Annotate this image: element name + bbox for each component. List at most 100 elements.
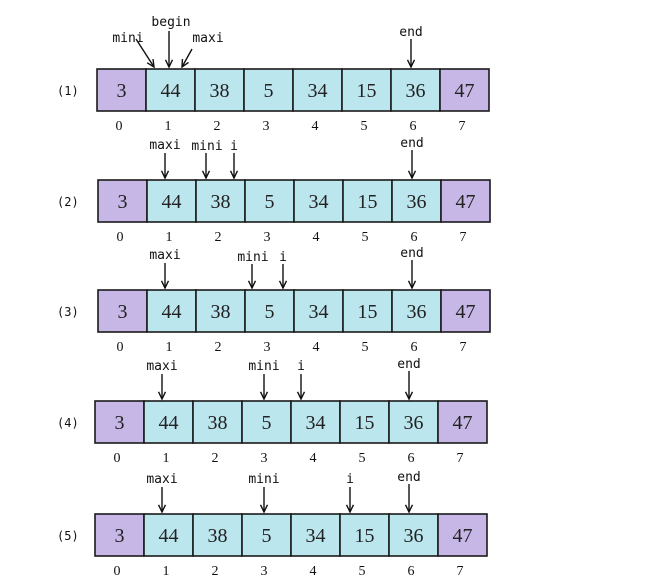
array-cell — [96, 68, 147, 112]
cell-index: 1 — [163, 564, 170, 576]
cell-value: 3 — [117, 80, 127, 102]
array-cell — [390, 68, 441, 112]
cell-value: 34 — [306, 525, 326, 547]
cell-index: 4 — [313, 230, 320, 245]
array-cell — [145, 68, 196, 112]
array-cell — [195, 179, 246, 223]
cell-index: 2 — [212, 564, 219, 576]
mini-pointer-label: mini — [237, 250, 268, 265]
cell-index: 0 — [114, 564, 121, 576]
maxi-arrowhead — [181, 58, 189, 69]
cell-index: 5 — [359, 564, 366, 576]
cell-index: 1 — [163, 451, 170, 466]
mini-pointer-label: mini — [191, 139, 222, 154]
cell-index: 1 — [166, 340, 173, 355]
cell-value: 15 — [358, 301, 378, 323]
cell-value: 3 — [118, 191, 128, 213]
end-arrowhead — [404, 391, 414, 401]
row-label: (2) — [57, 195, 79, 209]
cell-value: 3 — [118, 301, 128, 323]
cell-value: 38 — [211, 301, 231, 323]
array-cell — [293, 179, 344, 223]
cell-index: 2 — [214, 119, 221, 134]
cell-value: 5 — [262, 525, 272, 547]
maxi-arrowhead — [157, 504, 167, 514]
end-arrowhead — [406, 59, 416, 69]
end-pointer-label: end — [400, 246, 423, 261]
array-cell — [339, 400, 390, 444]
array-cell — [241, 513, 292, 557]
cell-value: 44 — [162, 301, 182, 323]
cell-value: 38 — [208, 525, 228, 547]
array-cell — [97, 289, 148, 333]
i-pointer-label: i — [297, 359, 305, 374]
i-arrowhead — [296, 391, 306, 401]
cell-index: 2 — [215, 230, 222, 245]
mini-arrowhead — [201, 170, 211, 180]
cell-value: 5 — [265, 191, 275, 213]
cell-value: 38 — [211, 191, 231, 213]
cell-index: 3 — [264, 230, 271, 245]
cell-value: 36 — [407, 301, 427, 323]
array-cell — [192, 513, 243, 557]
i-arrowhead — [278, 280, 288, 290]
cell-value: 36 — [404, 412, 424, 434]
end-pointer-label: end — [400, 136, 423, 151]
end-pointer-label: end — [397, 357, 420, 372]
array-cell — [341, 68, 392, 112]
cell-value: 47 — [453, 412, 473, 434]
array-cell — [440, 289, 491, 333]
cell-index: 2 — [215, 340, 222, 355]
cell-value: 44 — [162, 191, 182, 213]
cell-value: 44 — [161, 80, 181, 102]
row-label: (5) — [57, 529, 79, 543]
end-pointer-label: end — [397, 470, 420, 485]
mini-pointer-label: mini — [112, 31, 143, 46]
mini-arrowhead — [247, 280, 257, 290]
array-cell — [146, 289, 197, 333]
array-cell — [292, 68, 343, 112]
maxi-pointer-label: maxi — [146, 472, 177, 487]
cell-index: 0 — [116, 119, 123, 134]
i-arrowhead — [345, 504, 355, 514]
cell-value: 47 — [453, 525, 473, 547]
end-arrowhead — [407, 170, 417, 180]
cell-value: 47 — [456, 191, 476, 213]
cell-value: 36 — [404, 525, 424, 547]
cell-index: 3 — [264, 340, 271, 355]
array-cell — [97, 179, 148, 223]
cell-value: 36 — [407, 191, 427, 213]
cell-index: 0 — [117, 230, 124, 245]
cell-index: 3 — [263, 119, 270, 134]
cell-index: 6 — [410, 119, 417, 134]
cell-index: 2 — [212, 451, 219, 466]
mini-arrowhead — [259, 504, 269, 514]
array-cell — [143, 400, 194, 444]
cell-value: 5 — [264, 80, 274, 102]
cell-value: 47 — [455, 80, 475, 102]
array-cell — [194, 68, 245, 112]
cell-index: 4 — [313, 340, 320, 355]
cell-value: 3 — [115, 525, 125, 547]
maxi-arrowhead — [160, 170, 170, 180]
i-arrowhead — [229, 170, 239, 180]
cell-index: 6 — [408, 451, 415, 466]
cell-index: 4 — [312, 119, 319, 134]
i-pointer-label: i — [346, 472, 354, 487]
mini-arrowhead — [259, 391, 269, 401]
array-cell — [388, 513, 439, 557]
cell-index: 1 — [166, 230, 173, 245]
mini-arrowhead — [146, 58, 155, 69]
cell-index: 4 — [310, 451, 317, 466]
cell-value: 15 — [355, 525, 375, 547]
array-cell — [94, 400, 145, 444]
array-cell — [195, 289, 246, 333]
cell-value: 34 — [306, 412, 326, 434]
array-cell — [342, 179, 393, 223]
cell-value: 5 — [262, 412, 272, 434]
